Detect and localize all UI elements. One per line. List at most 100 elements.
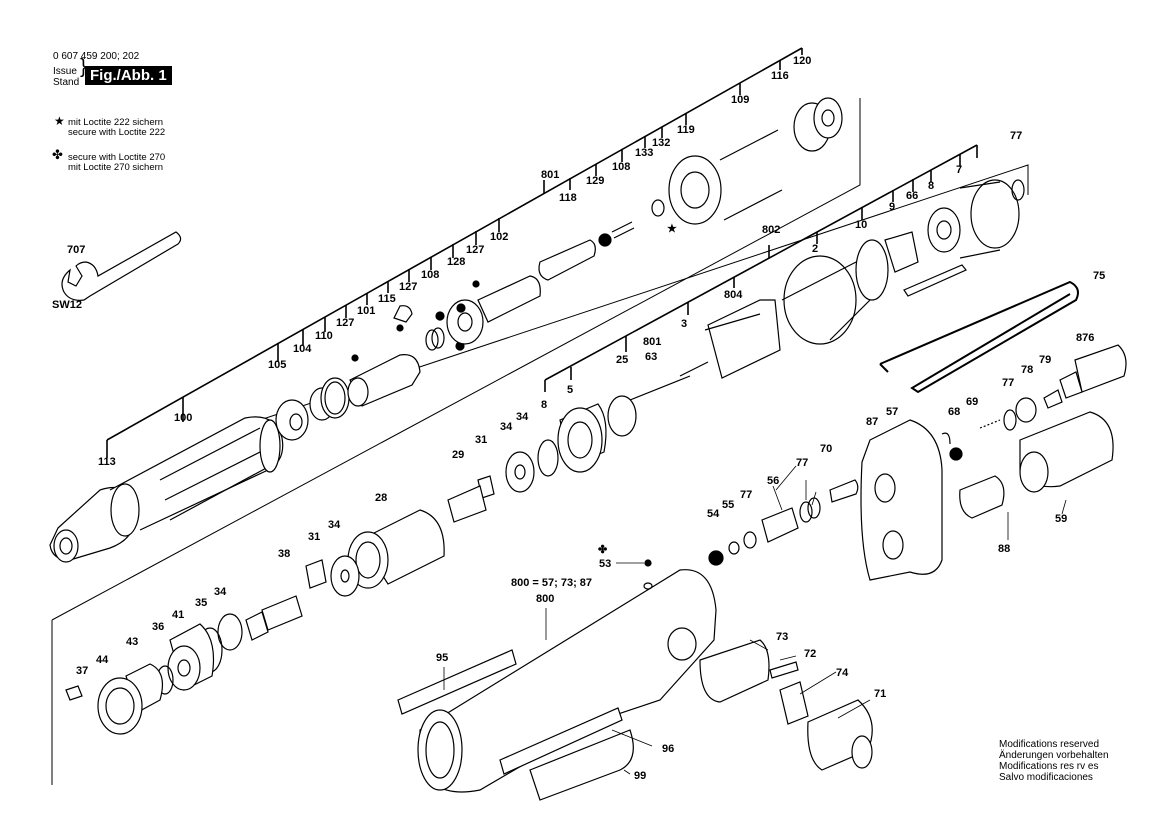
note-800: 800 = 57; 73; 87: [511, 577, 592, 589]
callout-128: 128: [447, 256, 465, 268]
callout-119: 119: [677, 124, 695, 136]
callout-70: 70: [820, 443, 832, 455]
callout-109: 109: [731, 94, 749, 106]
callout-707: 707: [67, 244, 85, 256]
callout-127-a: 127: [336, 317, 354, 329]
callout-37: 37: [76, 665, 88, 677]
callout-8-b: 8: [541, 399, 547, 411]
callout-34-d: 34: [214, 586, 227, 598]
modifications-notice: Modifications reserved Änderungen vorbeh…: [999, 739, 1109, 783]
callout-102: 102: [490, 231, 508, 243]
callout-99: 99: [634, 770, 646, 782]
star-icon: ★: [54, 114, 65, 128]
wrench-707: [61, 231, 182, 301]
callout-876: 876: [1076, 332, 1094, 344]
callout-38: 38: [278, 548, 290, 560]
legend-club-line-1: secure with Loctite 270: [68, 152, 166, 163]
valve-parts: [708, 411, 1114, 566]
callout-29: 29: [452, 449, 464, 461]
callout-68: 68: [948, 406, 960, 418]
callout-56: 56: [767, 475, 779, 487]
callout-118: 118: [559, 192, 577, 204]
callout-132: 132: [652, 137, 670, 149]
callout-115: 115: [378, 293, 396, 305]
valve-housing-87: [860, 419, 951, 581]
legend-star-line-1: mit Loctite 222 sichern: [68, 117, 164, 128]
callout-801-a: 801: [541, 169, 559, 181]
brace: }: [80, 56, 87, 78]
inlet-fitting: [949, 344, 1127, 461]
callout-78: 78: [1021, 364, 1033, 376]
stand-label: Stand: [53, 77, 80, 88]
wrench-size-label: SW12: [52, 299, 82, 311]
chuck-assembly: [49, 416, 284, 563]
callout-127-c: 127: [466, 244, 484, 256]
callout-120: 120: [793, 55, 811, 67]
callout-31-b: 31: [308, 531, 320, 543]
callout-55: 55: [722, 499, 734, 511]
callout-108-b: 108: [612, 161, 630, 173]
front-end-parts: [65, 613, 243, 735]
callout-77-a: 77: [1010, 130, 1022, 142]
callout-127-b: 127: [399, 281, 417, 293]
callout-104: 104: [293, 343, 312, 355]
top-row-parts: [275, 97, 843, 441]
callout-57: 57: [886, 406, 898, 418]
callout-labels: 707 SW12 113 100 105 104 110 127 101 115…: [52, 55, 1105, 782]
callout-2: 2: [812, 243, 818, 255]
callout-36: 36: [152, 621, 164, 633]
callout-10: 10: [855, 219, 867, 231]
callout-8-a: 8: [928, 180, 934, 192]
legend-club-line-2: mit Loctite 270 sichern: [68, 162, 164, 173]
callout-28: 28: [375, 492, 387, 504]
callout-35: 35: [195, 597, 207, 609]
callout-95: 95: [436, 652, 448, 664]
gear-train: [245, 395, 637, 641]
callout-69: 69: [966, 396, 978, 408]
callout-66: 66: [906, 190, 918, 202]
mod-line-1: Modifications reserved: [999, 739, 1100, 750]
callout-800: 800: [536, 593, 554, 605]
bracket-lines: [106, 47, 978, 458]
callout-110: 110: [315, 330, 333, 342]
callout-34-b: 34: [500, 421, 513, 433]
callout-802: 802: [762, 224, 780, 236]
legend-star-line-2: secure with Loctite 222: [68, 127, 166, 138]
callout-63: 63: [645, 351, 657, 363]
club-marker-icon: ✤: [598, 544, 607, 556]
callout-105: 105: [268, 359, 286, 371]
club-icon: ✤: [52, 147, 63, 162]
callout-41: 41: [172, 609, 184, 621]
callout-leaders: [443, 465, 1067, 775]
callout-129: 129: [586, 175, 604, 187]
callout-34-a: 34: [516, 411, 529, 423]
callout-77-b: 77: [1002, 377, 1014, 389]
callout-100: 100: [174, 412, 192, 424]
callout-116: 116: [771, 70, 789, 82]
callout-77-c: 77: [796, 457, 808, 469]
callout-75: 75: [1093, 270, 1105, 282]
callout-3: 3: [681, 318, 687, 330]
callout-72: 72: [804, 648, 816, 660]
spring-wire-75: [879, 280, 1079, 394]
mod-line-3: Modifications res rv es: [999, 761, 1099, 772]
callout-108-a: 108: [421, 269, 439, 281]
callout-77-d: 77: [740, 489, 752, 501]
callout-96: 96: [662, 743, 674, 755]
callout-101: 101: [357, 305, 375, 317]
callout-79: 79: [1039, 354, 1051, 366]
callout-7: 7: [956, 164, 962, 176]
callout-88: 88: [998, 543, 1010, 555]
callout-804: 804: [724, 289, 743, 301]
mod-line-4: Salvo modificaciones: [999, 772, 1093, 783]
callout-74: 74: [836, 667, 849, 679]
issue-label: Issue: [53, 66, 77, 77]
callout-25: 25: [616, 354, 628, 366]
figure-label: Fig./Abb. 1: [85, 66, 172, 85]
motor-parts: [629, 179, 1025, 401]
part-number: 0 607 459 200; 202: [53, 51, 140, 62]
callout-71: 71: [874, 688, 886, 700]
callout-31-a: 31: [475, 434, 487, 446]
callout-5: 5: [567, 384, 573, 396]
